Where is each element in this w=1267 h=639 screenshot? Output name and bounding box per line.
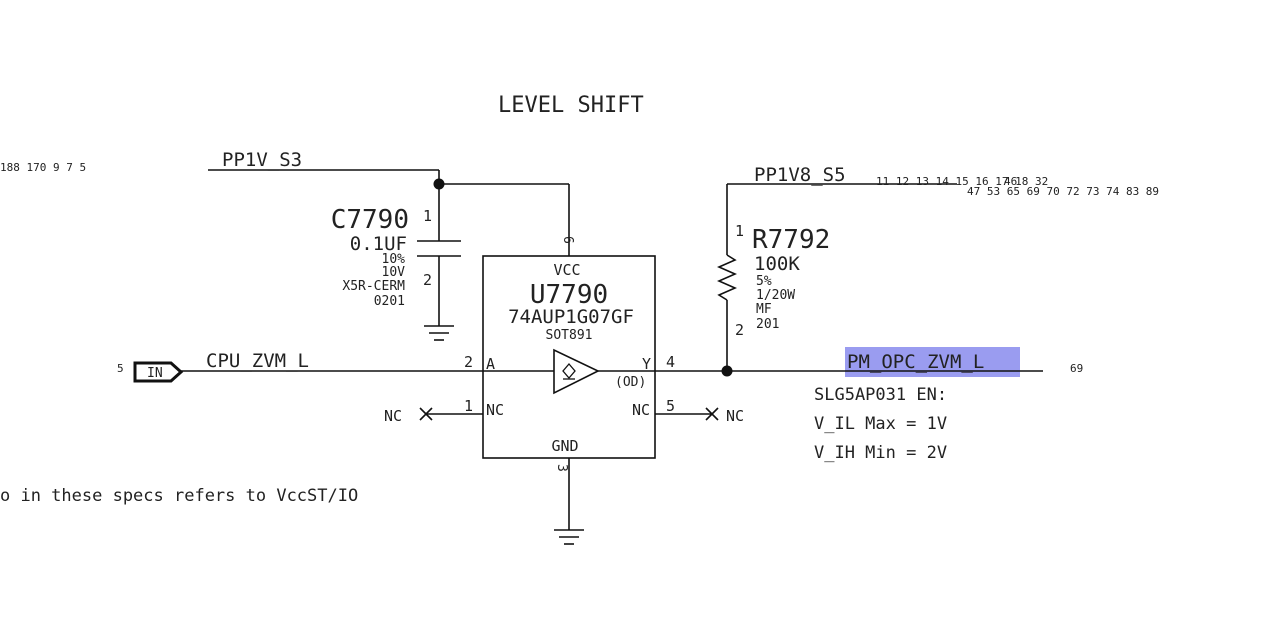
ic-package: SOT891 bbox=[546, 328, 593, 343]
vccst-note: o in these specs refers to VccST/IO bbox=[0, 486, 358, 506]
cap-package: 0201 bbox=[374, 294, 405, 309]
cap-pin1-number: 1 bbox=[423, 207, 432, 225]
res-pin1-number: 1 bbox=[735, 222, 744, 240]
res-type: MF bbox=[756, 302, 772, 317]
cap-pin2-number: 2 bbox=[423, 271, 432, 289]
ic-pin-a-label: A bbox=[486, 355, 495, 373]
res-ref[interactable]: R7792 bbox=[752, 225, 830, 255]
cap-tolerance: 10% bbox=[382, 252, 406, 267]
ic-vcc-label: VCC bbox=[553, 261, 580, 279]
ic-pin-y-label: Y bbox=[642, 355, 651, 373]
pp1v8-page-refs-overlap: 46 bbox=[1004, 175, 1017, 188]
spec-note-line2: V_IL Max = 1V bbox=[814, 414, 947, 434]
nc-left-text: NC bbox=[384, 407, 402, 425]
ic-pin-y-number: 4 bbox=[666, 353, 675, 371]
output-page-ref: 69 bbox=[1070, 362, 1083, 375]
output-net-name[interactable]: PM_OPC_ZVM_L bbox=[847, 351, 984, 373]
ic-pin-nc-right-label: NC bbox=[632, 401, 650, 419]
input-port-label: IN bbox=[147, 366, 163, 381]
ic-pin-nc-right-number: 5 bbox=[666, 397, 675, 415]
res-tolerance: 5% bbox=[756, 274, 772, 289]
ic-pin-a-number: 2 bbox=[464, 353, 473, 371]
ic-part-number: 74AUP1G07GF bbox=[508, 306, 634, 328]
nc-right-x-b bbox=[705, 407, 719, 421]
pp1v8-page-refs-row1: 11 12 13 14 15 16 17 18 32 bbox=[876, 175, 1048, 188]
res-power: 1/20W bbox=[756, 288, 795, 303]
input-net-name[interactable]: CPU_ZVM_L bbox=[206, 350, 309, 372]
ic-vcc-pin-number: 6 bbox=[560, 236, 575, 244]
res-zigzag[interactable] bbox=[717, 254, 737, 301]
cap-ref[interactable]: C7790 bbox=[331, 205, 409, 235]
ic-gnd-label: GND bbox=[551, 437, 578, 455]
nc-right-text: NC bbox=[726, 407, 744, 425]
pp1v-s3-label[interactable]: PP1V_S3 bbox=[222, 149, 302, 171]
cap-voltage: 10V bbox=[382, 265, 406, 280]
ic-pin-nc-left-label: NC bbox=[486, 401, 504, 419]
spec-note-line3: V_IH Min = 2V bbox=[814, 443, 947, 463]
res-value: 100K bbox=[754, 253, 800, 275]
input-port-flag[interactable] bbox=[133, 361, 184, 383]
cap-dielectric: X5R-CERM bbox=[342, 279, 405, 294]
output-net-highlight bbox=[845, 347, 1020, 377]
pp1v8-s5-label[interactable]: PP1V8_S5 bbox=[754, 164, 846, 186]
ic-ref[interactable]: U7790 bbox=[530, 280, 608, 310]
res-pin2-number: 2 bbox=[735, 321, 744, 339]
junction-dot-output bbox=[721, 365, 733, 377]
res-package: 201 bbox=[756, 317, 779, 332]
open-drain-diamond bbox=[562, 363, 576, 379]
cap-value: 0.1UF bbox=[350, 233, 407, 255]
left-page-refs: 188 170 9 7 5 bbox=[0, 161, 86, 174]
pp1v8-page-refs-row2: 47 53 65 69 70 72 73 74 83 89 bbox=[967, 185, 1159, 198]
spec-note-line1: SLG5AP031 EN: bbox=[814, 385, 947, 405]
ic-gnd-pin-number: 3 bbox=[554, 464, 569, 472]
sheet-title: LEVEL SHIFT bbox=[498, 93, 644, 118]
ic-od-label: (OD) bbox=[615, 375, 646, 390]
input-page-ref: 5 bbox=[117, 362, 124, 375]
nc-left-x-b bbox=[419, 407, 433, 421]
buffer-symbol bbox=[553, 348, 600, 395]
ic-pin-nc-left-number: 1 bbox=[464, 397, 473, 415]
